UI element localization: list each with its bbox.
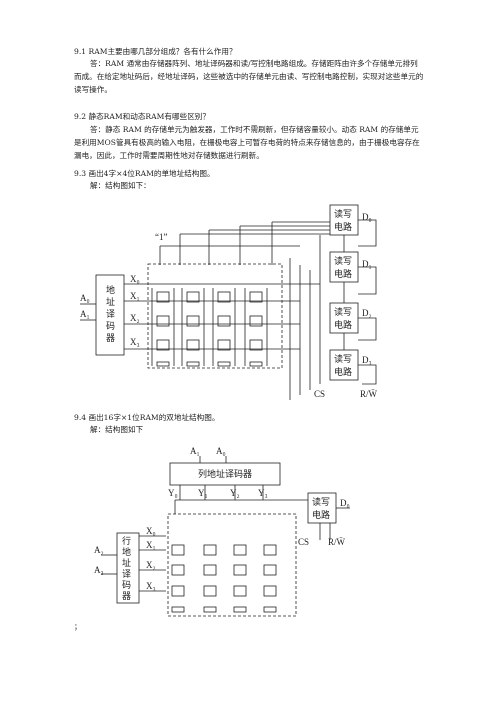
fig2-cell-grid [171, 544, 277, 613]
fig1-decoder-char: 址 [106, 296, 115, 307]
fig2-row-decoder-char: 址 [122, 557, 131, 568]
answer-9-1: 答：RAM 通常由存储器阵列、地址译码器和读/写控制电路组成。存储距阵由许多个存… [74, 59, 424, 94]
fig1-rw-label: 读写 [334, 353, 352, 364]
fig1-decoder-char: 译 [106, 309, 115, 319]
question-9-2: 9.2 静态RAM和动态RAM有哪些区别？ [74, 112, 210, 121]
fig1-rw-label: 电路 [334, 268, 352, 279]
solution-9-3: 解：结构图如下： [90, 181, 151, 190]
question-9-1: 9.1 RAM主要由哪几部分组成？各有什么作用？ [74, 47, 237, 56]
fig2-row-decoder-char: 译 [122, 569, 131, 579]
fig1-row-x0: X₀ [130, 274, 140, 284]
fig1-rw-label: 读写 [334, 208, 352, 219]
fig2-col-y1: Y₁ [198, 488, 208, 498]
fig2-output-d0: D₀ [340, 498, 350, 508]
fig2-col-y3: Y₃ [258, 488, 268, 498]
fig1-decoder-char: 码 [106, 321, 115, 331]
fig2-row-decoder-char: 行 [122, 535, 131, 546]
fig1-quote-one: “1” [155, 232, 168, 242]
fig2-row-decoder-char: 地 [122, 546, 131, 557]
fig1-output-d2: D₂ [362, 308, 372, 318]
fig2-input-a3: A₃ [94, 565, 104, 575]
fig2-col-decoder [169, 462, 281, 486]
fig1-output-d0: D₀ [362, 212, 372, 222]
question-9-3: 9.3 画出4字×4位RAM的单地址结构图。 [74, 169, 215, 178]
fig2-row-x1: X₁ [146, 540, 156, 550]
fig2-row-decoder-char: 器 [122, 591, 131, 601]
fig1-cell-grid [151, 288, 268, 367]
fig1-row-x2: X₂ [130, 313, 140, 323]
question-9-4: 9.4 画出16字×1位RAM的双地址结构图。 [74, 413, 220, 422]
fig2-row-x0: X₀ [146, 526, 156, 536]
fig2-row-x2: X₂ [146, 560, 156, 570]
fig2-col-decoder-label: 列地址译码器 [198, 468, 252, 479]
fig1-row-x3: X₃ [130, 337, 140, 347]
fig2-rw-label: 电路 [312, 509, 330, 520]
solution-9-4: 解：结构图如下 [90, 425, 144, 434]
fig1-row-decoder [95, 274, 125, 356]
fig2-rw-label: 读写 [312, 496, 330, 507]
fig1-output-d3: D₃ [362, 355, 372, 365]
fig1-cs-label: CS [314, 389, 325, 399]
fig2-row-decoder-char: 码 [122, 580, 131, 590]
fig1-input-a1: A₁ [80, 309, 90, 319]
fig2-col-y0: Y₀ [168, 488, 178, 498]
footer-mark: ； [74, 622, 82, 631]
fig2-col-y2: Y₂ [230, 488, 240, 498]
fig1-rw-label: 电路 [334, 366, 352, 377]
fig2-input-a2: A₂ [94, 545, 104, 555]
fig2-input-a1: A₁ [190, 446, 200, 456]
fig2-input-a0: A₀ [216, 446, 226, 456]
fig2-row-decoder [116, 532, 140, 604]
fig2-cs-label: CS [298, 537, 309, 547]
answer-9-2: 答：静态 RAM 的存储单元为触发器，工作时不需刷新，但存储容量较小。动态 RA… [74, 125, 420, 160]
fig1-output-d1: D₁ [362, 259, 372, 269]
fig1-rw-signal: R/W̄ [360, 389, 378, 399]
fig2-row-x3: X₃ [146, 581, 156, 591]
fig1-decoder-char: 地 [106, 284, 115, 295]
fig1-row-x1: X₁ [130, 291, 140, 301]
fig1-rw-label: 电路 [334, 221, 352, 232]
fig1-rw-label: 读写 [334, 306, 352, 317]
fig1-rw-label: 电路 [334, 319, 352, 330]
fig1-decoder-char: 器 [106, 333, 115, 343]
fig1-input-a0: A₀ [80, 293, 90, 303]
fig1-rw-label: 读写 [334, 255, 352, 266]
fig2-rw-signal: R/W̄ [328, 537, 346, 547]
